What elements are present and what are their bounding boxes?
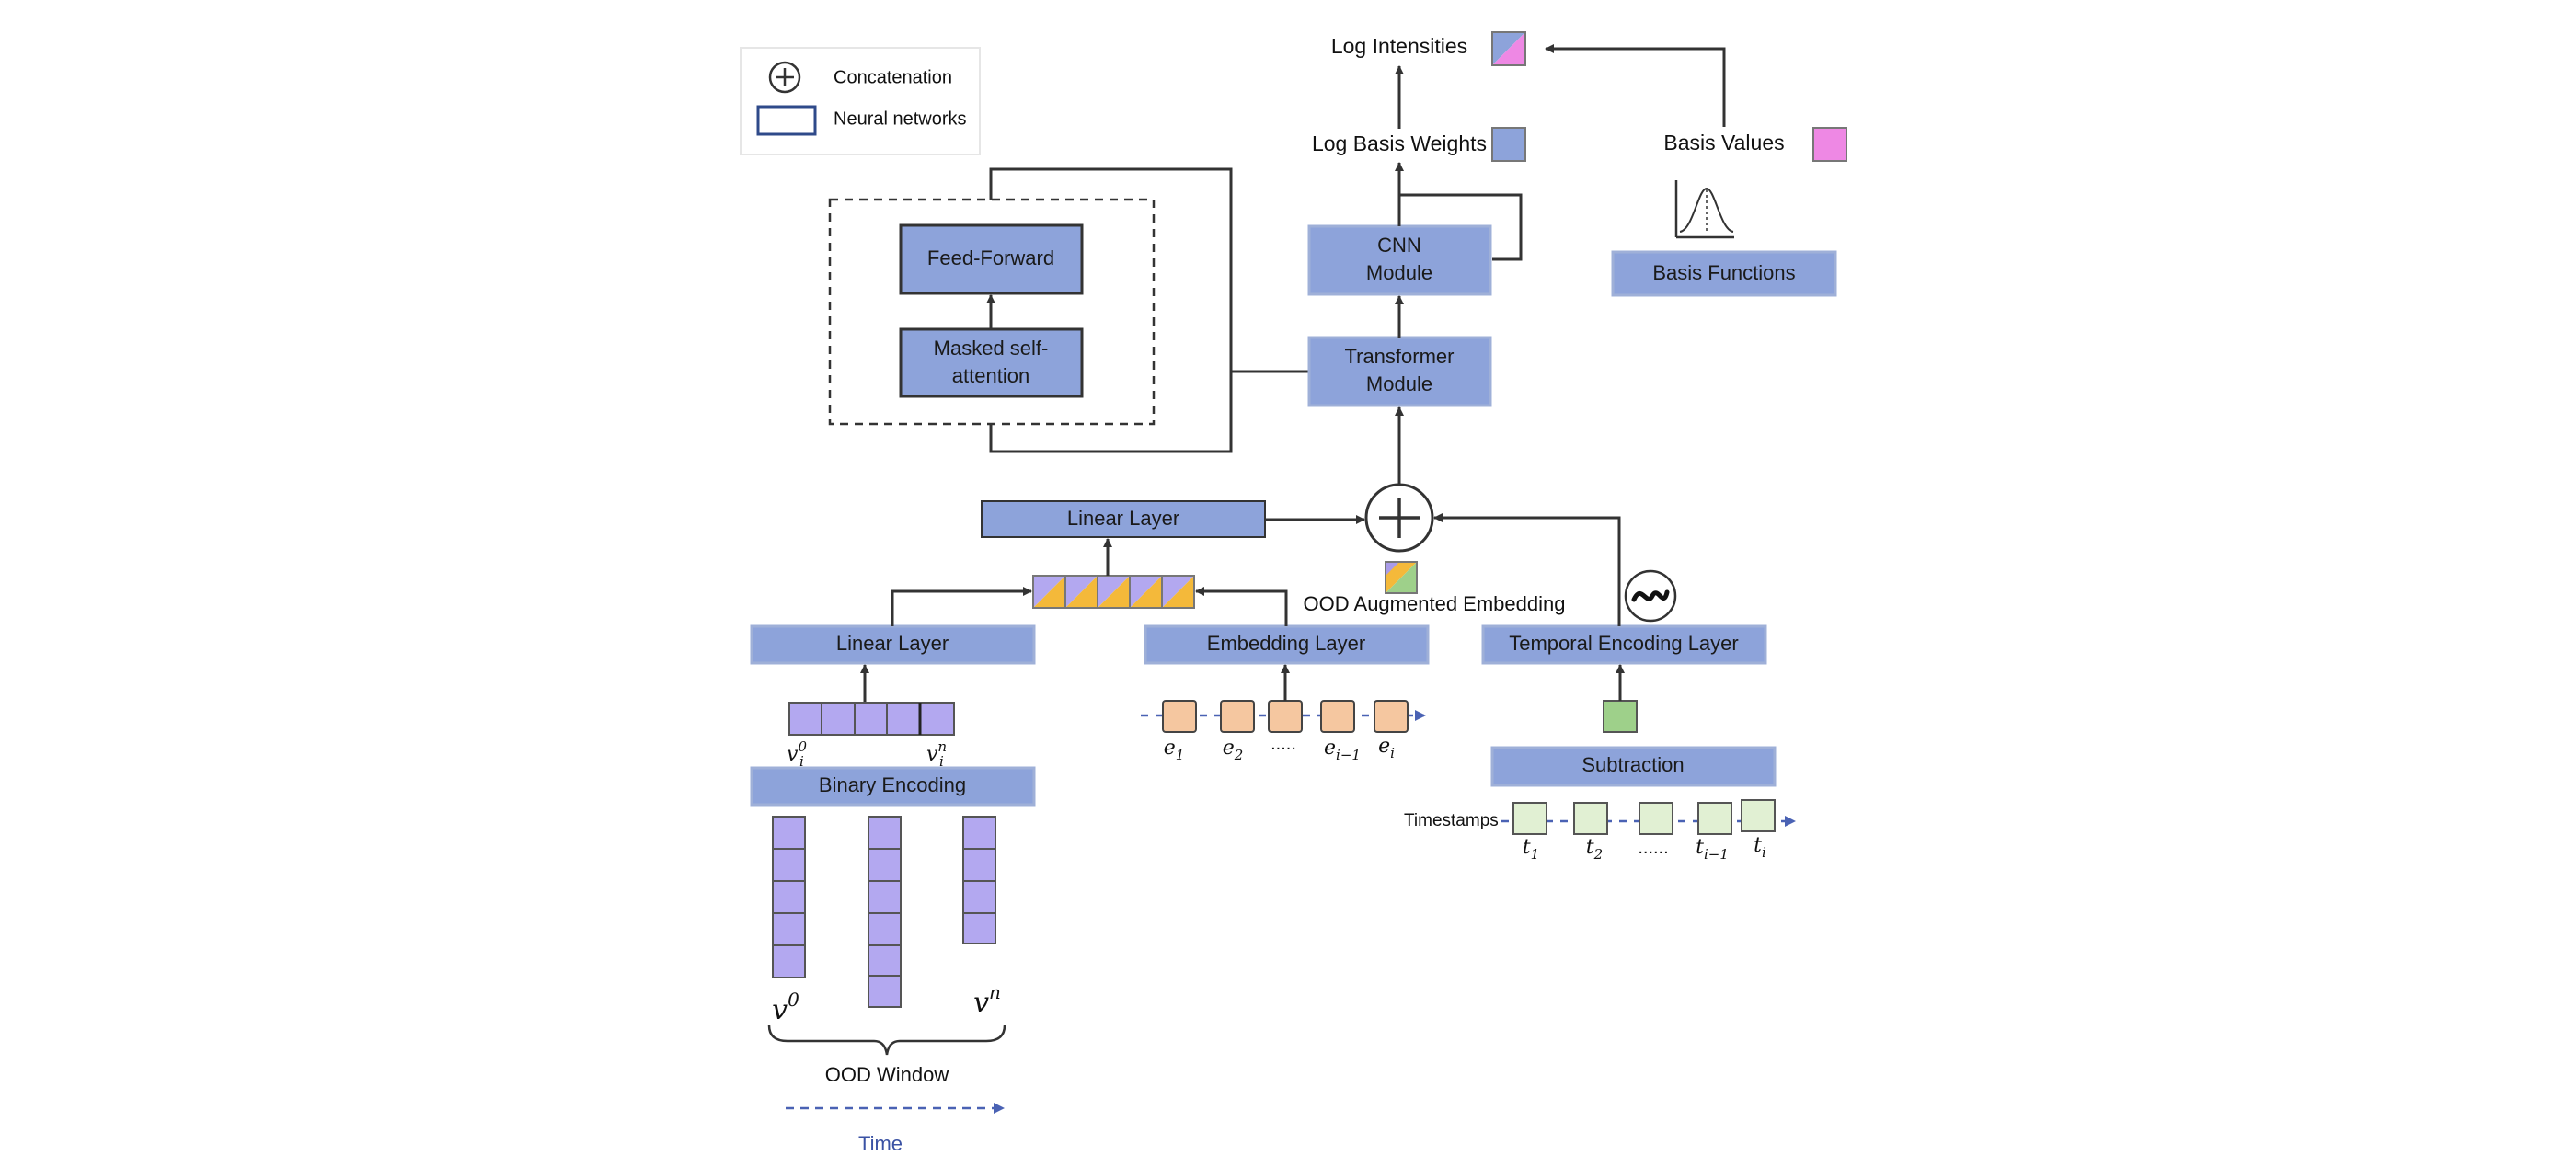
vn-symbol: vn — [973, 981, 1001, 1019]
basis-functions-label: Basis Functions — [1652, 261, 1795, 284]
ood-window-label: OOD Window — [825, 1063, 949, 1086]
event-embedding-boxes — [1162, 700, 1409, 733]
temporal-encoding-block — [1481, 624, 1767, 665]
ood-augmented-label: OOD Augmented Embedding — [1304, 592, 1566, 615]
e1-symbol: e1 — [1164, 737, 1185, 763]
subtraction-label: Subtraction — [1581, 753, 1684, 776]
linear-layer-left-block — [750, 624, 1036, 665]
timestamps-label: Timestamps — [1404, 811, 1499, 830]
masked-attention-label-1: Masked self- — [934, 337, 1049, 360]
nn-legend-icon — [756, 105, 817, 136]
basis-values-to-intensities-arrow — [1545, 44, 1726, 127]
temporal-encoding-label: Temporal Encoding Layer — [1509, 632, 1738, 655]
legend-nn-label: Neural networks — [834, 109, 967, 129]
t-i-symbol: ti — [1754, 834, 1766, 861]
binary-column-v0 — [772, 816, 806, 978]
log-basis-weights-label: Log Basis Weights — [1312, 132, 1487, 155]
v0-symbol: v0 — [772, 989, 799, 1026]
concat-legend-icon — [768, 61, 801, 94]
subtraction-block — [1490, 746, 1777, 787]
binary-encoding-label: Binary Encoding — [819, 773, 966, 796]
e-i-minus-1-symbol: ei−1 — [1324, 737, 1361, 763]
ood-window-brace — [767, 1024, 1006, 1056]
cnn-skip-line — [1399, 193, 1523, 261]
t-i-minus-1-symbol: ti−1 — [1696, 836, 1729, 863]
basis-values-square — [1812, 127, 1847, 162]
transformer-label-1: Transformer — [1345, 345, 1455, 368]
binary-value-vector — [788, 702, 955, 736]
legend-concat-label: Concatenation — [834, 67, 952, 87]
ood-augmented-square — [1385, 561, 1418, 594]
e-i-symbol: ei — [1378, 735, 1395, 761]
feed-forward-block — [899, 223, 1084, 295]
log-intensity-square — [1491, 31, 1526, 66]
linear-layer-left-label: Linear Layer — [836, 632, 949, 655]
binary-column-middle — [868, 816, 902, 1008]
event-dots: ..... — [1271, 734, 1296, 754]
binary-encoding-block — [750, 766, 1036, 807]
masked-attention-label-2: attention — [952, 364, 1029, 387]
cnn-label-2: Module — [1366, 261, 1432, 284]
combined-embedding-row — [1032, 575, 1195, 609]
linear-layer-top-block — [981, 500, 1266, 538]
binary-column-vn — [962, 816, 996, 944]
bell-curve-icon — [1674, 180, 1734, 239]
embedding-layer-label: Embedding Layer — [1207, 632, 1365, 655]
expansion-bracket-line — [989, 167, 1233, 453]
t1-symbol: t1 — [1523, 836, 1539, 863]
time-label: Time — [858, 1132, 903, 1155]
linear-left-to-row-arrow — [891, 587, 1032, 626]
cnn-label-1: CNN — [1377, 234, 1421, 257]
transformer-module-block — [1307, 336, 1492, 407]
temporal-to-concat-arrow — [1433, 513, 1621, 626]
basis-values-label: Basis Values — [1663, 131, 1784, 154]
linear-layer-top-label: Linear Layer — [1067, 507, 1179, 530]
time-delta-square — [1603, 700, 1638, 733]
t2-symbol: t2 — [1586, 836, 1603, 863]
transformer-label-2: Module — [1366, 372, 1432, 395]
basis-functions-block — [1611, 250, 1837, 297]
feed-forward-label: Feed-Forward — [927, 246, 1054, 269]
e2-symbol: e2 — [1223, 737, 1244, 763]
log-basis-weights-square — [1491, 127, 1526, 162]
embedding-to-row-arrow — [1195, 587, 1288, 626]
timestamp-dots: ...... — [1638, 838, 1668, 858]
log-intensities-label: Log Intensities — [1331, 34, 1467, 58]
sinusoid-icon — [1624, 569, 1677, 623]
timestamp-boxes — [1512, 799, 1776, 835]
concatenation-icon — [1364, 483, 1434, 553]
